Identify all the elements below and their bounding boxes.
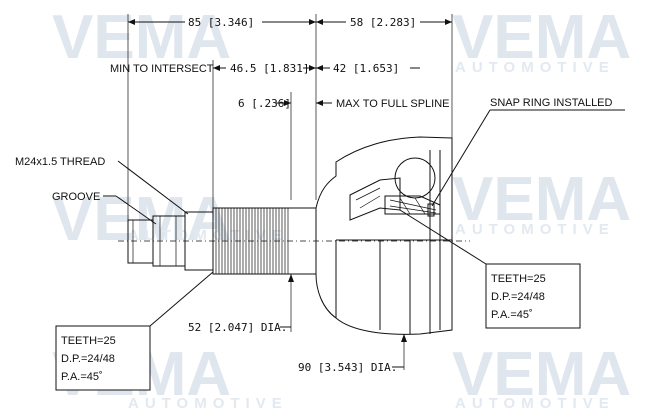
watermark-subtitle-bottom-right: AUTOMOTIVE	[455, 395, 615, 412]
spec-right-pa: P.A.=45˚	[491, 309, 533, 321]
watermark-subtitle-mid-right: AUTOMOTIVE	[455, 221, 615, 238]
spline-offset-value: 6 [.236]	[238, 97, 291, 110]
spec-right-teeth: TEETH=25	[491, 273, 546, 285]
spec-left-teeth: TEETH=25	[61, 335, 116, 347]
snap-ring-label: SNAP RING INSTALLED	[490, 97, 613, 109]
dimension-intersect: MIN TO INTERSECT 46.5 [1.831] 42 [1.653]	[110, 62, 420, 75]
extension-lines	[127, 14, 453, 230]
max-to-full-spline-label: MAX TO FULL SPLINE	[336, 98, 450, 110]
groove-label: GROOVE	[52, 191, 100, 203]
spec-box-left: TEETH=25 D.P.=24/48 P.A.=45˚	[55, 271, 214, 391]
watermark-brand-mid-right: VEMA	[452, 165, 631, 234]
dimension-bottom: 52 [2.047] DIA. 90 [3.543] DIA.	[188, 274, 407, 374]
watermark-subtitle-bottom: AUTOMOTIVE	[128, 395, 288, 412]
watermark-subtitle-top-right: AUTOMOTIVE	[455, 59, 615, 76]
spec-left-pa: P.A.=45˚	[61, 371, 103, 383]
housing-length-label: 58 [2.283]	[350, 16, 416, 29]
callouts: M24x1.5 THREAD GROOVE SNAP RING INSTALLE…	[15, 97, 625, 225]
watermark-brand-bottom-right: VEMA	[452, 340, 631, 409]
ball	[394, 157, 436, 199]
outer-housing	[315, 136, 453, 335]
shaft-diameter-label: 52 [2.047] DIA.	[188, 321, 287, 334]
thread-label: M24x1.5 THREAD	[15, 156, 105, 168]
watermark-brand-top: VEMA	[52, 3, 231, 72]
min-to-intersect-label: MIN TO INTERSECT	[110, 63, 214, 75]
shaft	[118, 207, 470, 275]
housing-diameter-label: 90 [3.543] DIA.	[298, 361, 397, 374]
dimension-spline: 6 [.236] MAX TO FULL SPLINE	[238, 97, 450, 110]
snap-ring	[427, 203, 435, 217]
watermark-brand-top-right: VEMA	[452, 3, 631, 72]
overall-length-label: 85 [3.346]	[188, 16, 254, 29]
spec-right-dp: D.P.=24/48	[491, 291, 545, 303]
spec-box-right: TEETH=25 D.P.=24/48 P.A.=45˚	[399, 209, 581, 329]
dimension-top: 85 [3.346] 58 [2.283]	[128, 16, 452, 29]
min-to-intersect-value: 46.5 [1.831]	[230, 62, 309, 75]
max-to-spline-value: 42 [1.653]	[333, 62, 399, 75]
spec-left-dp: D.P.=24/48	[61, 353, 115, 365]
